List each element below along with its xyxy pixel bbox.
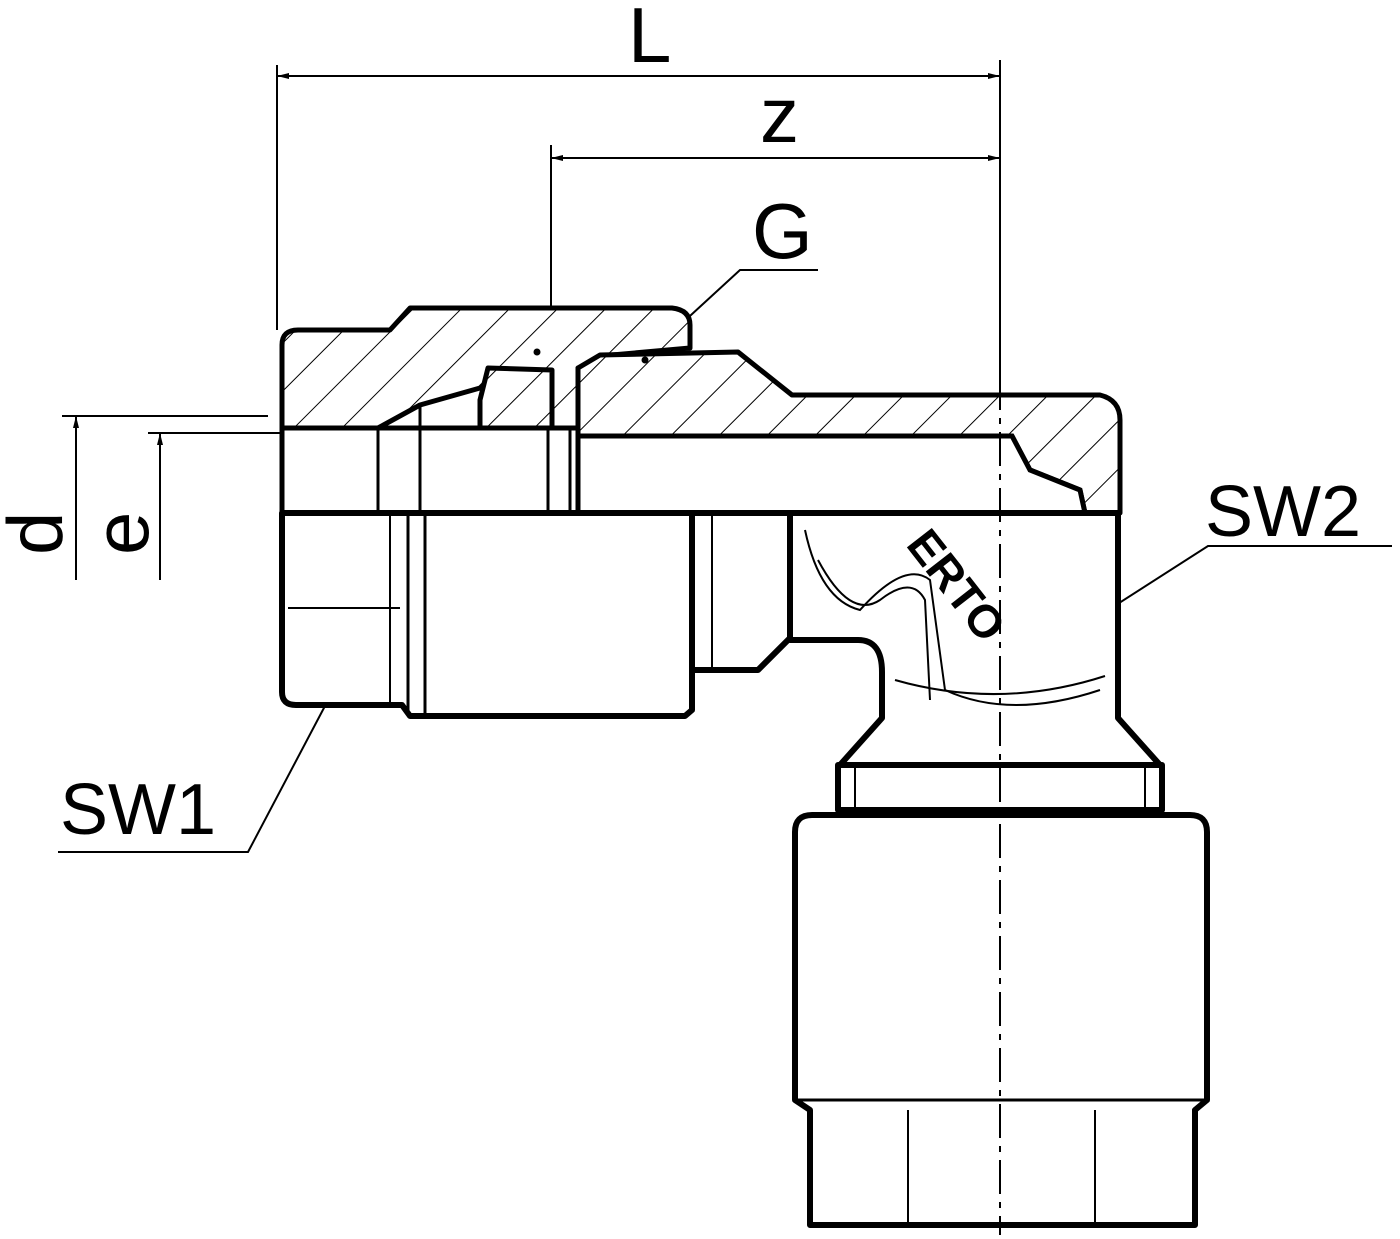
- thread-stub: [689, 510, 793, 673]
- fitting-body: [279, 510, 1210, 1228]
- label-SW2: SW2: [1205, 472, 1361, 552]
- label-SW1: SW1: [60, 770, 216, 850]
- section-upper-half: [279, 305, 1123, 516]
- label-G: G: [752, 187, 813, 275]
- label-L: L: [628, 0, 671, 79]
- bore-right: [575, 433, 1089, 516]
- nut-sw1: [279, 510, 695, 719]
- ring-section: [477, 365, 555, 433]
- bore-left: [279, 425, 581, 516]
- label-e: e: [77, 512, 165, 555]
- leader-SW1: [58, 667, 346, 853]
- label-z: z: [760, 71, 799, 159]
- label-d: d: [0, 512, 79, 555]
